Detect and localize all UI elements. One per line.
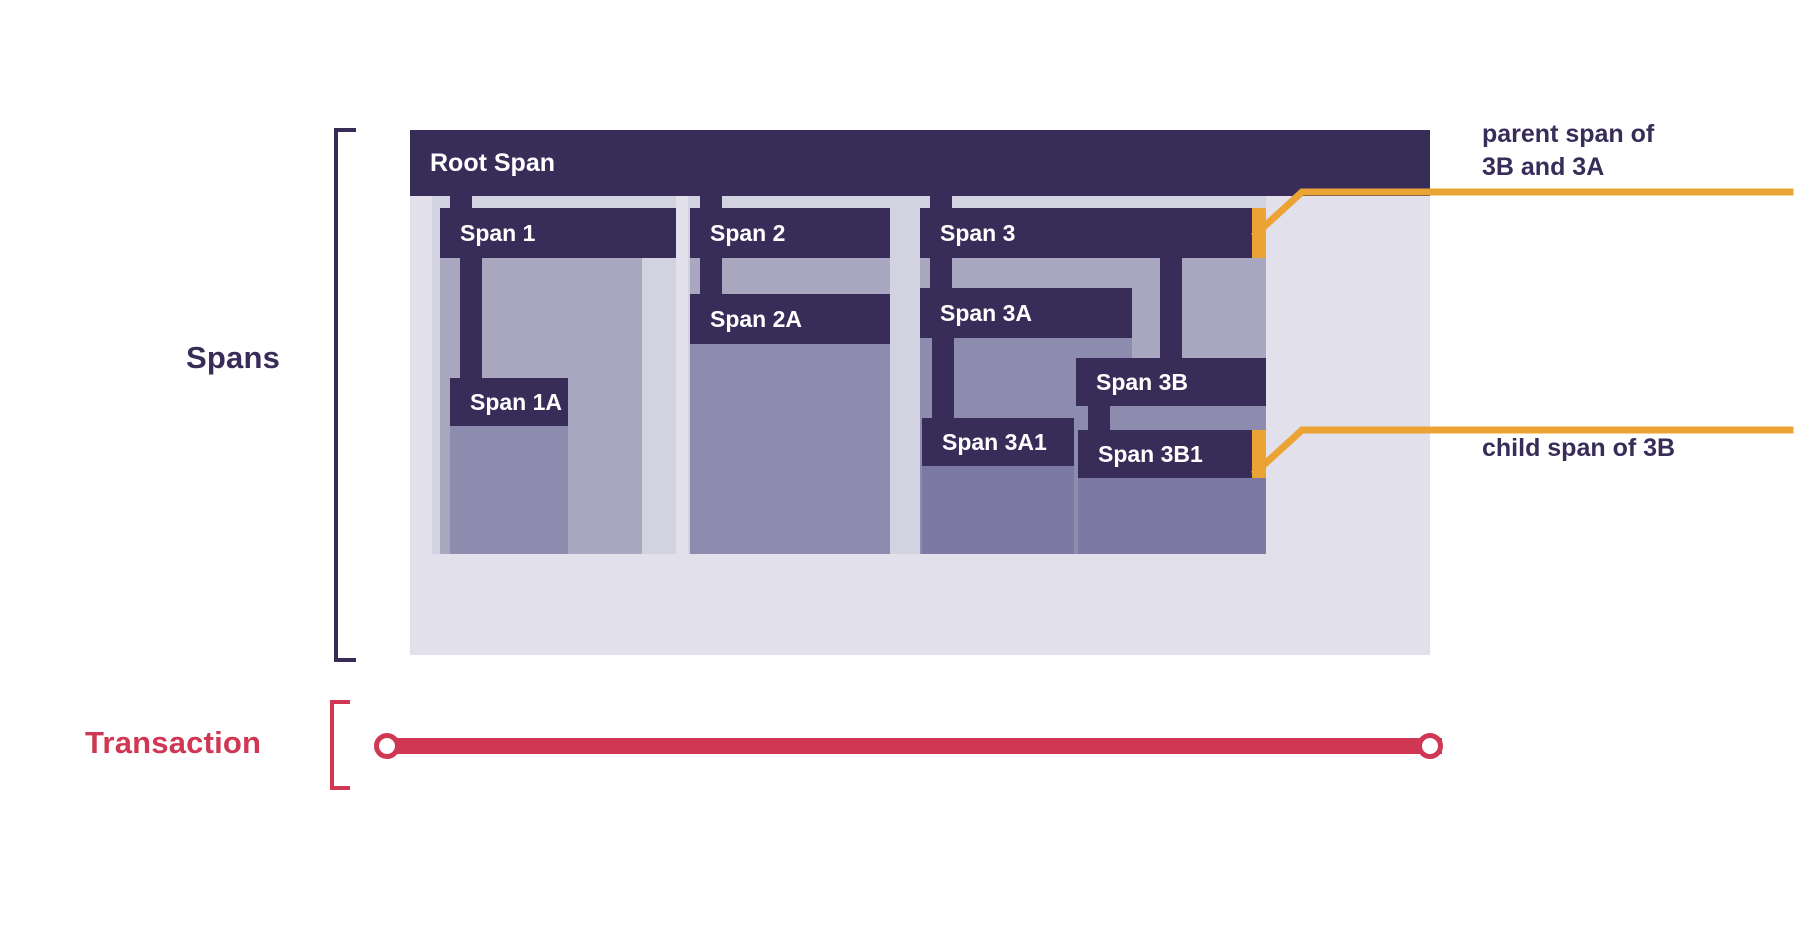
- span-bar-3a1[interactable]: Span 3A1: [922, 418, 1074, 466]
- span-duration-block-3a1: [922, 466, 1074, 554]
- span-bar-2[interactable]: Span 2: [690, 208, 890, 258]
- span-label-3a1: Span 3A1: [942, 428, 1047, 455]
- callout-leader-2: [1251, 426, 1794, 477]
- span-label-1a: Span 1A: [470, 388, 563, 415]
- connector-span-3-to-3b: [1160, 258, 1182, 368]
- span-label-2a: Span 2A: [710, 305, 803, 332]
- span-label-3b: Span 3B: [1096, 368, 1189, 395]
- span-bar-1[interactable]: Span 1: [440, 208, 676, 258]
- transaction-section-label: Transaction: [85, 725, 262, 760]
- connector-span-1-to-1a: [460, 258, 482, 398]
- span-bar-2a[interactable]: Span 2A: [690, 294, 890, 344]
- callout-leader-1: [1251, 188, 1794, 239]
- span-label-2: Span 2: [710, 219, 786, 246]
- transaction-bracket: [330, 700, 350, 790]
- transaction-duration-bar[interactable]: [385, 738, 1442, 754]
- spans-waterfall: Root Span Span 1 Span 1A Span 2 Span 2A: [410, 130, 1430, 655]
- span-bar-3a[interactable]: Span 3A: [920, 288, 1132, 338]
- span-duration-block-1a: [450, 426, 568, 554]
- span-duration-block-3b1: [1078, 478, 1266, 554]
- callout-label-child-span: child span of 3B: [1482, 434, 1676, 462]
- span-label-3b1: Span 3B1: [1098, 440, 1203, 467]
- spans-section-label: Spans: [186, 340, 281, 375]
- span-bar-3b[interactable]: Span 3B: [1076, 358, 1266, 406]
- span-bar-root[interactable]: Root Span: [410, 130, 1430, 196]
- span-bar-1a[interactable]: Span 1A: [450, 378, 568, 426]
- span-label-3: Span 3: [940, 219, 1016, 246]
- spans-bracket: [334, 128, 356, 662]
- span-label-3a: Span 3A: [940, 299, 1033, 326]
- transaction-start-marker[interactable]: [374, 733, 400, 759]
- callout-label-parent-span: parent span of 3B and 3A: [1482, 120, 1655, 181]
- transaction-end-marker[interactable]: [1417, 733, 1443, 759]
- span-label-root: Root Span: [430, 148, 555, 177]
- span-bar-3[interactable]: Span 3: [920, 208, 1266, 258]
- span-label-1: Span 1: [460, 219, 536, 246]
- span-bar-3b1[interactable]: Span 3B1: [1078, 430, 1266, 478]
- span-duration-block-2a: [690, 344, 890, 554]
- connector-span-3a-to-3a1: [932, 338, 954, 438]
